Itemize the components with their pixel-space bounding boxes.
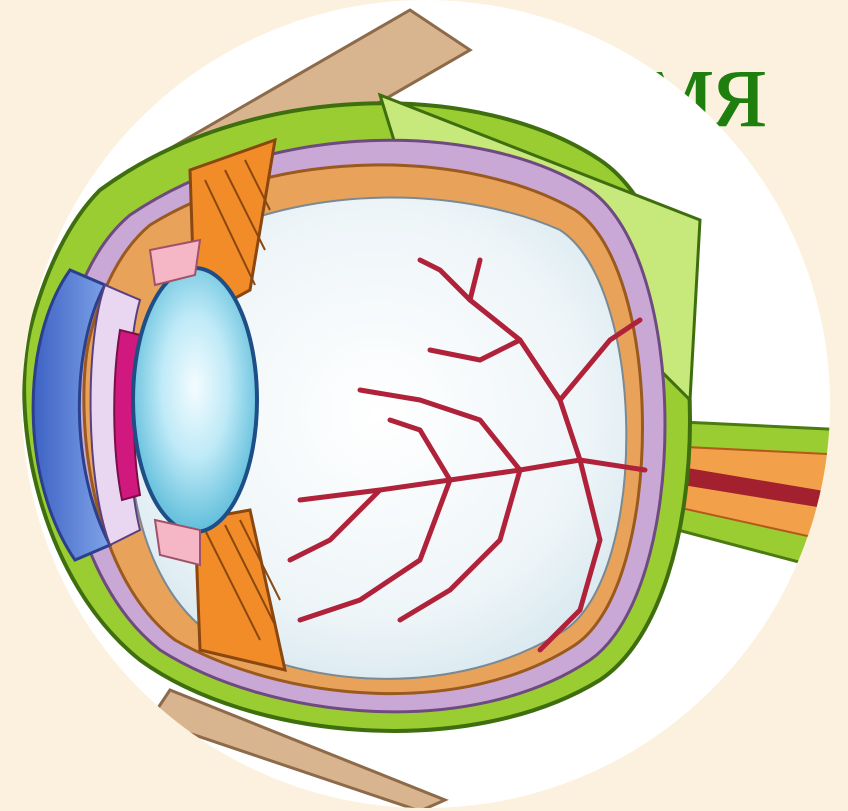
lens xyxy=(133,268,257,532)
